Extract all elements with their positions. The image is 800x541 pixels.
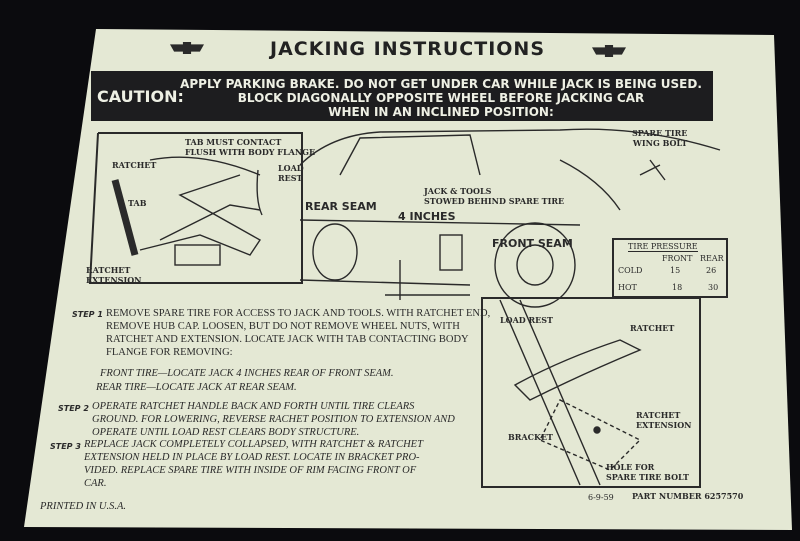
caution-label: CAUTION: [97,87,184,106]
step-2-text: OPERATE RATCHET HANDLE BACK AND FORTH UN… [92,401,455,438]
row-label: HOT [618,283,637,292]
label-front-seam: FRONT SEAM [492,237,573,250]
stowage-detail-box [481,297,701,488]
label-load-rest-2: LOAD REST [500,315,553,325]
cell-value: 15 [670,266,681,275]
cell-value: 26 [706,266,717,275]
page-title: JACKING INSTRUCTIONS [270,38,546,60]
step-3-text: REPLACE JACK COMPLETELY COLLAPSED, WITH … [84,439,423,489]
print-date: 6-9-59 [588,493,614,502]
caution-line: APPLY PARKING BRAKE. DO NOT GET UNDER CA… [180,77,702,91]
label-rear-seam: REAR SEAM [305,200,377,213]
caution-banner: CAUTION: APPLY PARKING BRAKE. DO NOT GET… [91,71,713,121]
jack-detail-box [88,132,303,284]
rear-tire-text: REAR TIRE—LOCATE JACK AT REAR SEAM. [96,382,297,393]
row-label: COLD [618,266,643,275]
tire-pressure-table: TIRE PRESSURE FRONT REAR COLD 15 26 HOT … [612,238,728,298]
label-bracket: BRACKET [508,432,553,442]
column-header: FRONT [662,254,693,263]
step-1-text: REMOVE SPARE TIRE FOR ACCESS TO JACK AND… [106,308,491,358]
step-2-label: STEP 2 [58,404,89,413]
chevrolet-logo-left [170,42,204,54]
cell-value: 30 [708,283,719,292]
chevrolet-logo-right [592,45,626,57]
tire-pressure-title: TIRE PRESSURE [628,242,698,252]
front-tire-text: FRONT TIRE—LOCATE JACK 4 INCHES REAR OF … [100,368,394,379]
label-4-inches: 4 INCHES [398,210,456,223]
caution-line: BLOCK DIAGONALLY OPPOSITE WHEEL BEFORE J… [237,91,645,105]
step-3-label: STEP 3 [50,442,81,451]
part-number: PART NUMBER 6257570 [632,491,744,501]
label-ratchet: RATCHET [112,160,157,170]
caution-line: WHEN IN AN INCLINED POSITION: [328,105,554,119]
car-drawing [299,128,721,308]
label-ratchet-2: RATCHET [630,323,675,333]
column-header: REAR [700,254,724,263]
label-tab: TAB [128,198,147,208]
cell-value: 18 [672,283,683,292]
step-1-label: STEP 1 [72,310,103,319]
printed-in-usa: PRINTED IN U.S.A. [40,501,127,512]
